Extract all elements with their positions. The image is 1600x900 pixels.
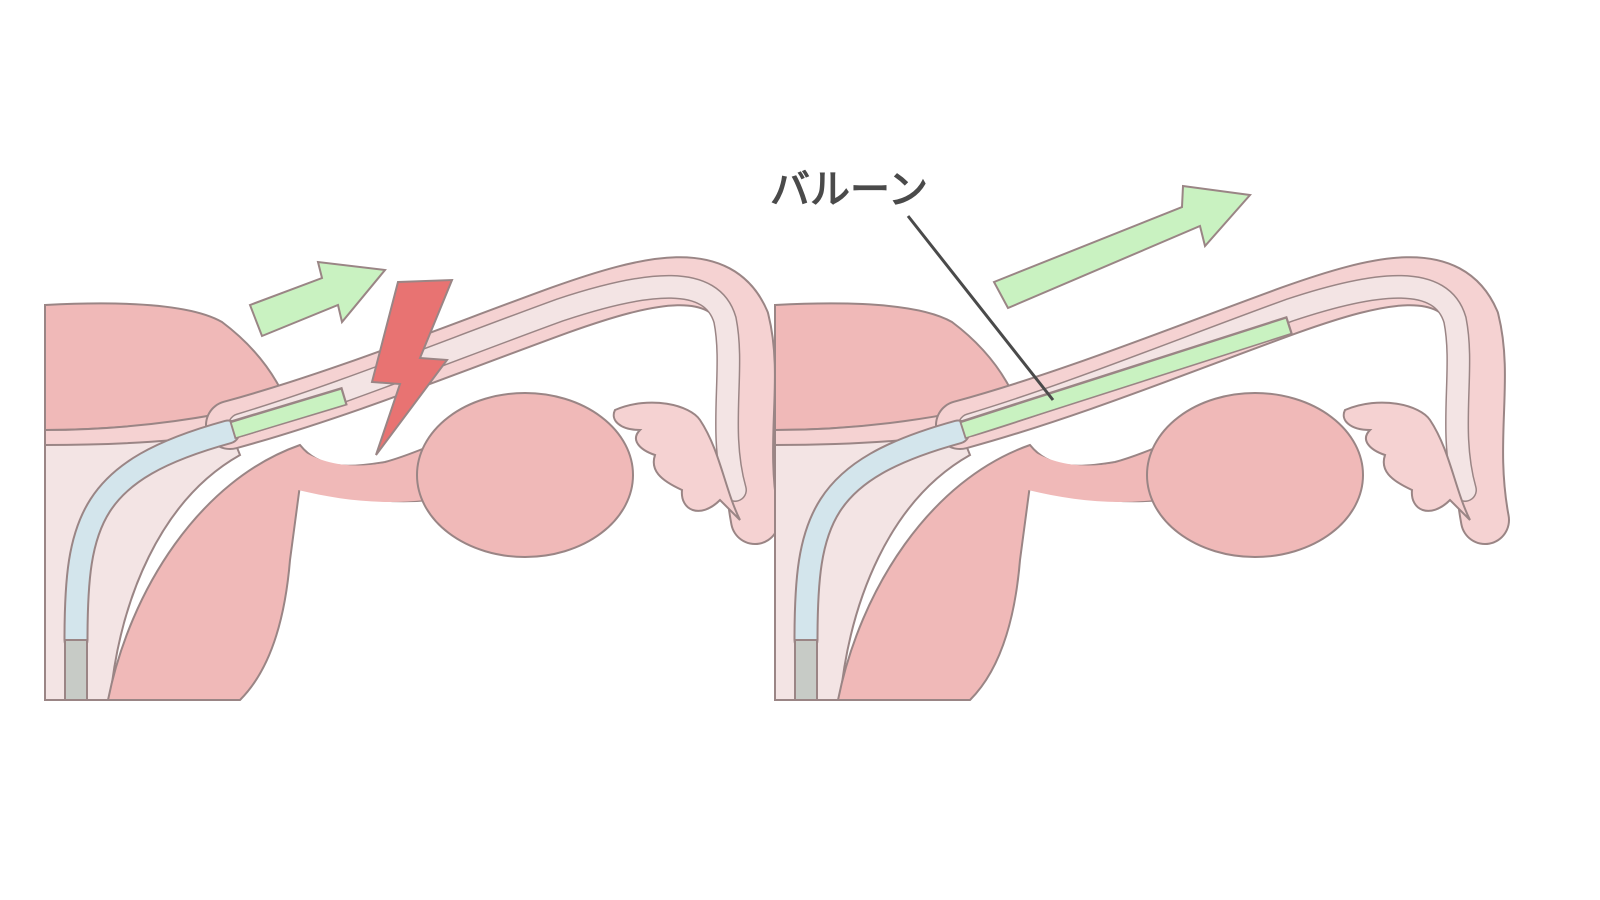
anatomy-illustration	[775, 281, 1485, 700]
pain-lightning-icon	[370, 278, 454, 456]
balloon-leader-line	[906, 215, 1055, 401]
panel-after	[775, 281, 1485, 700]
balloon-fill	[231, 389, 346, 438]
balloon-fill	[961, 318, 1291, 438]
balloon-label: バルーン	[770, 167, 928, 213]
panel-before	[45, 262, 755, 700]
push-arrow-small	[248, 260, 387, 338]
push-arrow-large	[992, 184, 1252, 310]
